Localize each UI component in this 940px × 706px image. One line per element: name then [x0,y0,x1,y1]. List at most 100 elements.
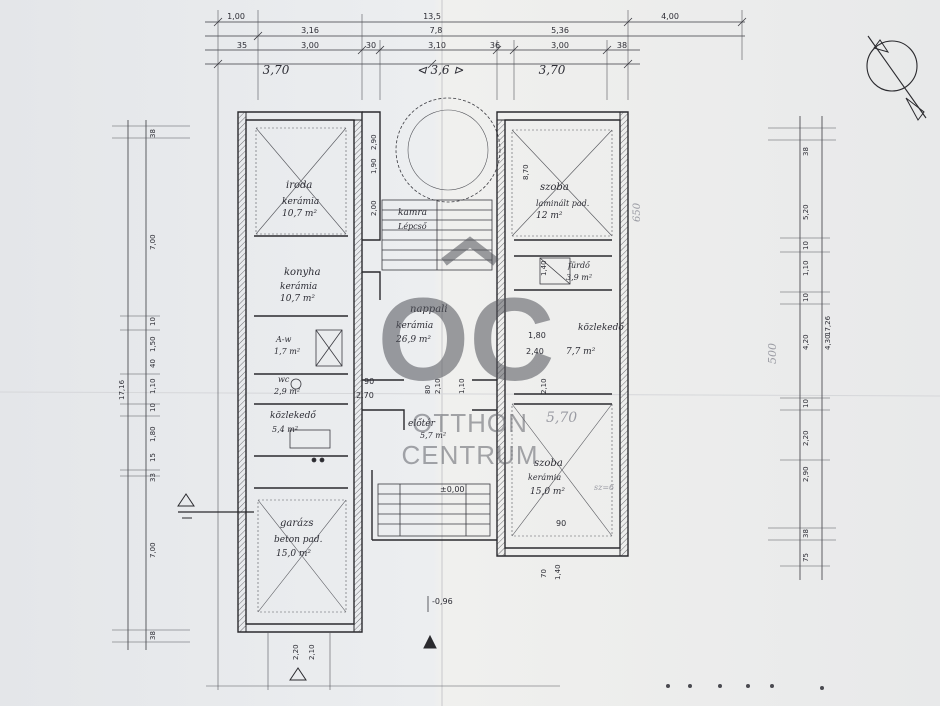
entry-stairs [377,483,491,537]
room-area: 10,7 m² [282,209,317,219]
otthon-centrum-watermark: OC OTTHON CENTRUM [378,236,555,470]
room-area: 10,7 m² [280,294,315,304]
right-dim-label: 10 [802,241,810,250]
room-area: 5,4 m² [272,425,298,434]
interior-dim: 90 [556,519,566,528]
left-dim-label: 10 [149,317,157,326]
room-name: közlekedő [578,322,624,333]
top-dim-label: 3,10 [428,41,446,50]
top-dim-label: 3,70 [263,63,290,77]
interior-dim: 1,40 [540,260,548,276]
room-area: 15,0 m² [276,549,311,559]
pencil-notes: 5,70 500 650 sz=6 [546,202,779,492]
interior-dim: 2,90 [370,134,378,150]
left-dim-label: 38 [149,631,157,640]
bathroom-fixtures [289,257,571,463]
left-dim-label: 38 [149,129,157,138]
right-dim-label: 38 [802,147,810,156]
left-dim-label: 1,10 [149,378,157,394]
left-dim-label: 15 [149,453,157,462]
interior-dim: 2,10 [540,378,548,394]
left-total-dim: 17,16 [118,379,126,400]
right-dim-label: 1,10 [802,260,810,276]
room-name: wc [278,375,290,384]
right-dim-label: 10 [802,293,810,302]
left-dim-label: 1,50 [149,336,157,352]
room-diagonals [255,127,613,613]
watermark-line1: OTTHON [412,408,528,438]
watermark-line2: CENTRUM [402,440,539,470]
level-label: ±0,00 [440,485,465,494]
room-area: 3,9 m² [566,273,592,282]
top-dim-label: 3,70 [539,63,566,77]
room-area: 2,9 m² [273,387,300,396]
top-dim-label: 5,36 [551,26,569,35]
room-name: nappali [410,304,448,315]
right-dim-label: 38 [802,529,810,538]
room-area: 5,7 m² [420,431,446,440]
interior-dim: 1,10 [458,378,466,394]
top-dim-label: 4,00 [661,12,679,21]
room-area: 1,7 m² [274,347,300,356]
top-center-dim: ⊲ 3,6 ⊳ [417,63,464,77]
top-dimension-chains: 1,00 13,5 4,00 3,16 7,8 5,36 35 3,00 30 … [205,10,747,690]
left-dim-label: 7,00 [149,234,157,250]
top-dim-label: 7,8 [430,26,443,35]
interior-dim: 8,70 [522,164,530,180]
top-dim-label: 3,16 [301,26,319,35]
left-dimension-chain: 38 7,00 10 1,50 40 1,10 10 1,80 15 33 7,… [112,120,190,650]
paper-fold-line-h [0,391,940,397]
right-dim-label: 75 [802,553,810,562]
interior-dim: 2,20 [292,644,300,660]
room-name: garázs [280,518,314,529]
watermark-logo: OC [378,274,555,406]
pencil-note: sz=6 [594,483,614,492]
bay-window-circle [395,97,501,203]
bottom-markers [206,632,824,690]
room-name: fürdő [567,261,591,270]
pencil-note: 5,70 [546,410,577,426]
interior-dim: 90 [364,377,374,386]
room-area: 7,7 m² [566,347,596,357]
level-markers: ±0,00 -0,96 [427,485,465,612]
room-name: kamra [398,208,427,218]
right-dim-label: 4,30 [824,334,832,350]
interior-dim: 1,40 [554,564,562,580]
interior-dim: 70 [540,569,548,578]
interior-dim: 2,10 [308,644,316,660]
right-dimension-chain: 38 5,20 10 1,10 10 4,20 4,30 10 17,26 2,… [768,116,836,580]
interior-dim: 80 [424,385,432,394]
room-name: konyha [284,267,321,278]
top-dim-label: 36 [490,41,500,50]
top-dim-label: 35 [237,41,247,50]
left-dim-label: 33 [149,473,157,482]
level-label: -0,96 [432,597,453,606]
top-dim-label: 30 [366,41,376,50]
room-floor: laminált pad. [536,199,589,208]
north-arrow [866,35,927,121]
pencil-note: 500 [766,343,779,364]
interior-dim: 2,40 [526,347,544,356]
room-floor: kerámia [280,281,317,292]
top-dim-label: 3,00 [551,41,569,50]
room-floor: Lépcső [397,222,428,231]
left-dim-label: 40 [149,359,157,368]
room-name: közlekedő [270,410,316,421]
interior-dim: 1,90 [370,158,378,174]
right-dim-label: 2,20 [802,430,810,446]
room-name: A-w [275,335,291,344]
right-total-dim: 17,26 [824,315,832,336]
room-floor: kerámia [528,473,561,482]
room-area: 12 m² [536,211,563,221]
right-dim-label: 5,20 [802,204,810,220]
room-floor: kerámia [396,320,433,331]
hatched-walls [237,111,629,633]
left-dim-label: 7,00 [149,542,157,558]
interior-dim: 2,70 [356,391,374,400]
top-dim-label: 38 [617,41,627,50]
room-area: 26,9 m² [395,335,431,345]
interior-dim: 2,00 [370,200,378,216]
top-dim-label: 13,5 [423,12,441,21]
room-floor: kerámia [282,196,319,207]
